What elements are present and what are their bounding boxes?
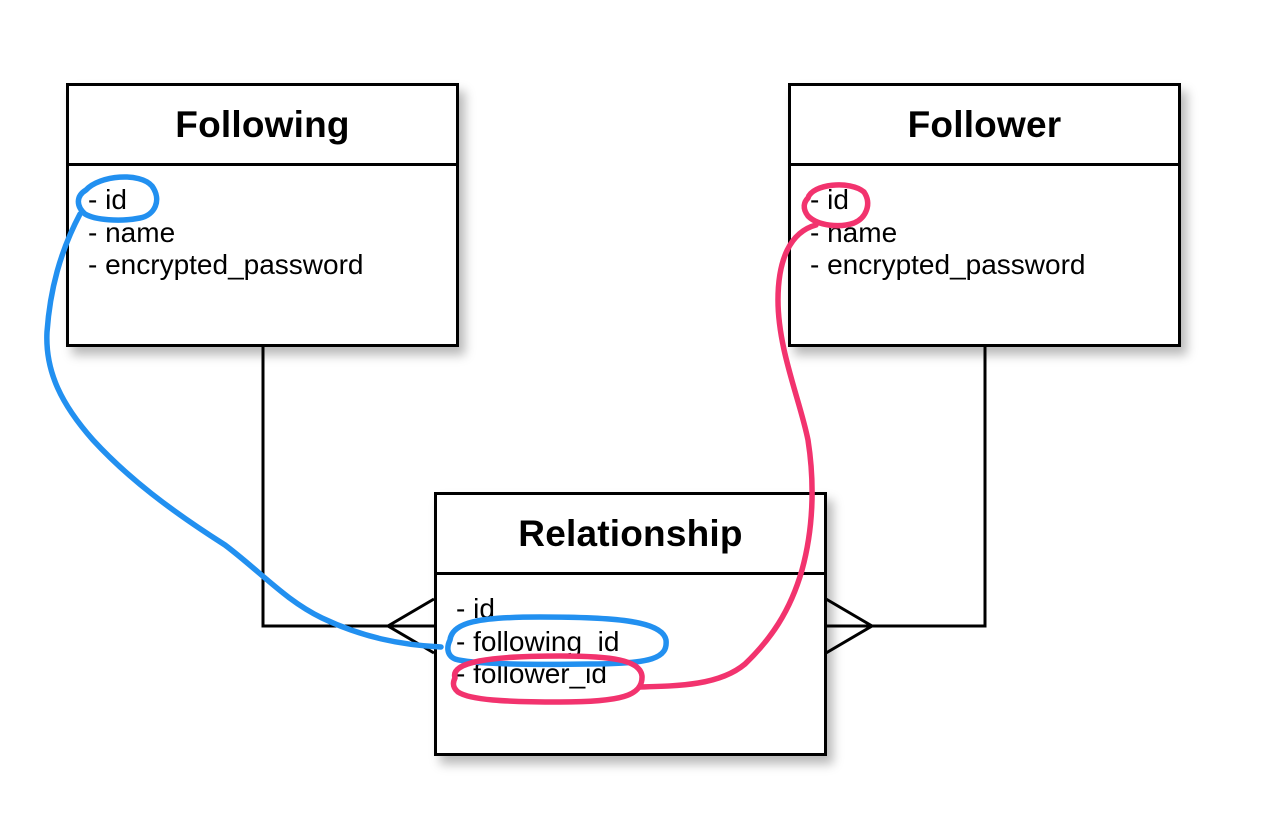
entity-relationship[interactable]: Relationship - id - following_id - follo…: [434, 492, 827, 756]
entity-following[interactable]: Following - id - name - encrypted_passwo…: [66, 83, 459, 347]
entity-title: Following: [69, 86, 456, 166]
attribute-follower-id: - follower_id: [456, 658, 607, 689]
follower-crowfoot-icon: [825, 597, 875, 655]
attribute-id: - id: [88, 184, 127, 215]
entity-title: Follower: [791, 86, 1178, 166]
attribute-following-id: - following_id: [456, 625, 620, 657]
attribute-list: - id - name - encrypted_password: [69, 166, 456, 282]
following-relationship-connector: [261, 345, 434, 628]
entity-follower[interactable]: Follower - id - name - encrypted_passwor…: [788, 83, 1181, 347]
attribute-list: - id - name - encrypted_password: [791, 166, 1178, 282]
entity-title: Relationship: [437, 495, 824, 575]
following-crowfoot-icon: [385, 597, 435, 655]
attribute-encrypted-password: - encrypted_password: [88, 249, 364, 280]
attribute-name: - name: [810, 216, 898, 248]
follower-relationship-connector: [826, 345, 987, 628]
attribute-encrypted-password: - encrypted_password: [810, 249, 1086, 280]
attribute-list: - id - following_id - follower_id: [437, 575, 824, 691]
attribute-id: - id: [456, 593, 495, 624]
attribute-name: - name: [88, 216, 176, 248]
attribute-id: - id: [810, 184, 849, 215]
